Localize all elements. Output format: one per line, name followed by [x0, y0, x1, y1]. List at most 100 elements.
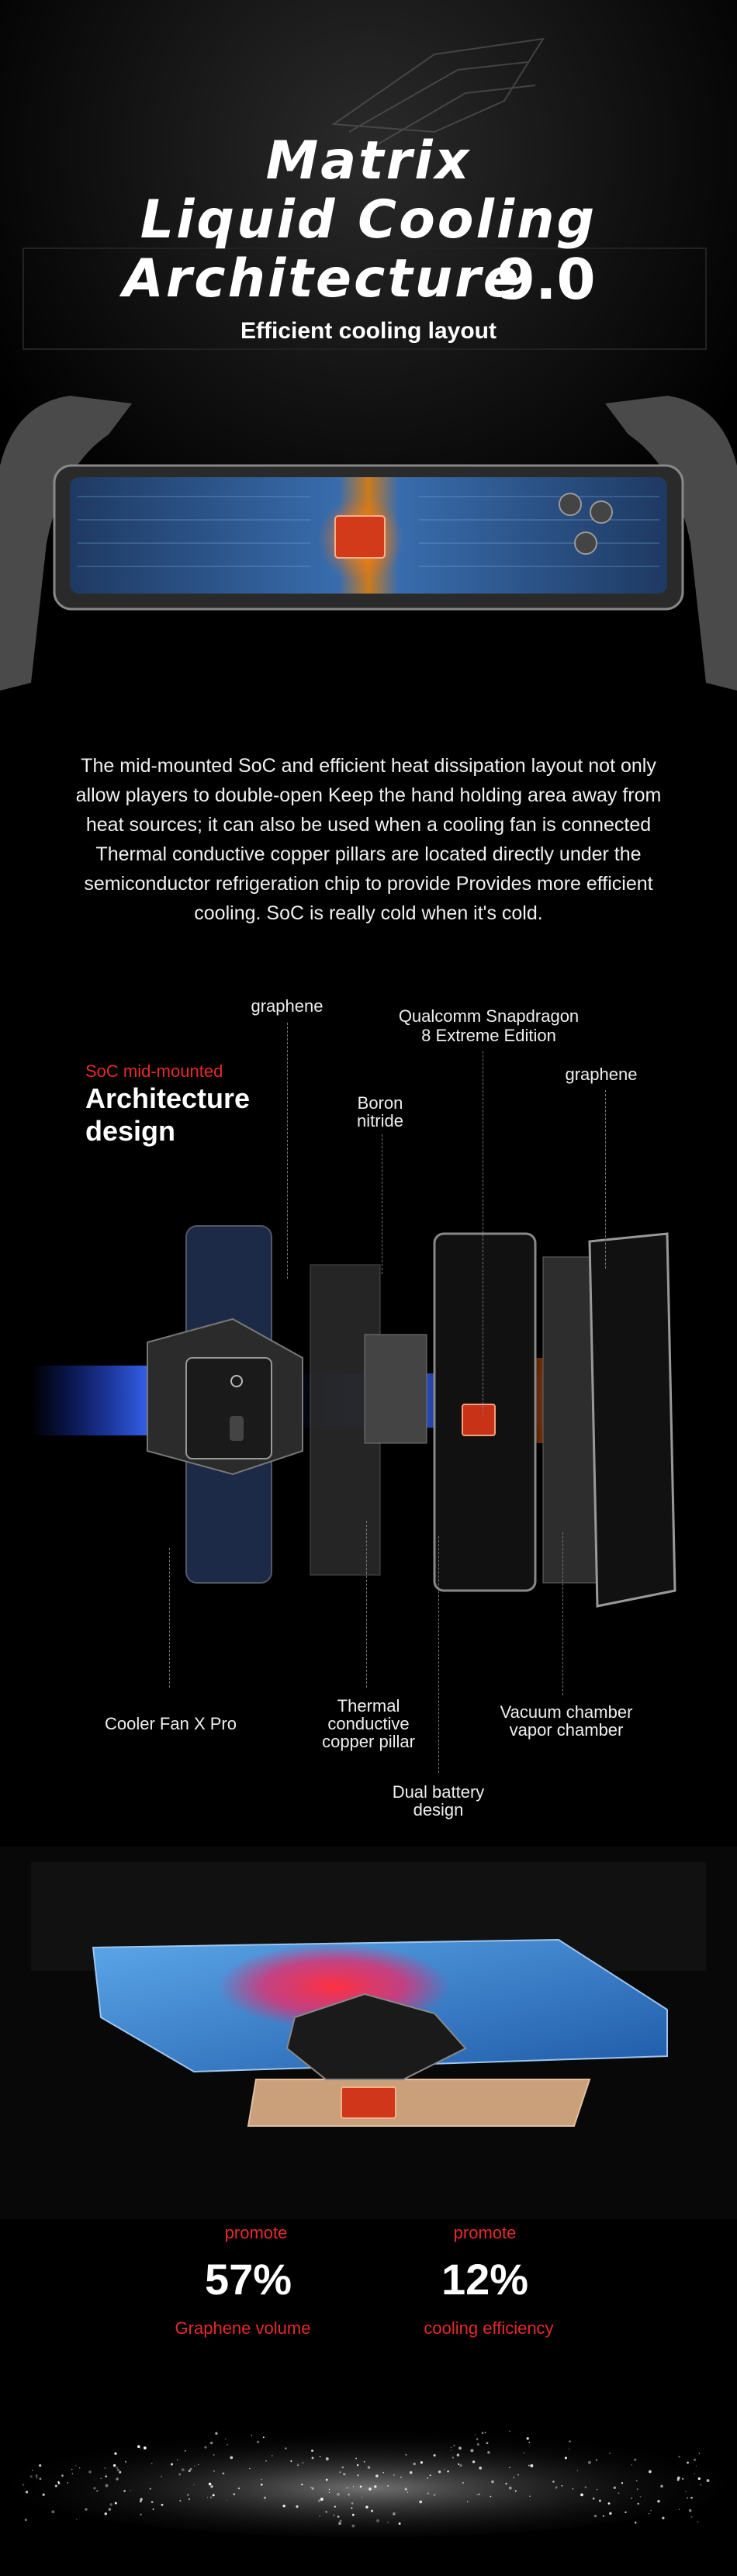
sparkle-dot — [355, 2457, 357, 2460]
hero-title-line-2: Liquid Cooling — [140, 189, 597, 251]
hero-title-line-3: Architecture — [123, 248, 521, 310]
sparkle-dot — [555, 2486, 558, 2489]
sparkle-dot — [222, 2472, 225, 2475]
sparkle-dot — [339, 2519, 342, 2522]
stat-2-desc: cooling efficiency — [424, 2318, 554, 2338]
sparkle-dot — [618, 2492, 620, 2495]
sparkle-dot — [39, 2477, 42, 2481]
sparkle-dot — [593, 2514, 597, 2518]
sparkle-dot — [407, 2491, 408, 2493]
sparkle-dot — [161, 2475, 163, 2477]
hero-title-line-1: Matrix — [265, 130, 472, 192]
sparkle-dot — [125, 2460, 127, 2463]
sparkle-dot — [637, 2502, 639, 2505]
sparkle-dot — [662, 2516, 665, 2519]
sparkle-dot — [609, 2512, 612, 2515]
phone-graphic — [53, 464, 684, 611]
sparkle-dot — [678, 2456, 680, 2458]
sparkle-dot — [209, 2496, 213, 2498]
sparkle-dot — [371, 2509, 373, 2512]
sparkle-dot — [367, 2466, 371, 2469]
sparkle-dot — [130, 2490, 132, 2491]
snapdragon-chip-graphic — [462, 1404, 496, 1436]
sparkle-dot — [149, 2488, 151, 2490]
sparkle-dot — [114, 2502, 117, 2505]
sparkle-dot — [193, 2484, 195, 2486]
sparkle-dot — [265, 2460, 267, 2462]
sparkle-dot — [635, 2522, 637, 2524]
sparkle-dot — [351, 2502, 354, 2505]
sparkle-dot — [509, 2467, 510, 2469]
sparkle-dot — [237, 2487, 240, 2490]
sparkle-dot — [284, 2447, 287, 2450]
architecture-tag: SoC mid-mounted — [85, 1061, 223, 1081]
sparkle-dot — [458, 2446, 462, 2450]
sparkle-dot — [595, 2459, 597, 2461]
sparkle-dot — [341, 2466, 344, 2469]
sparkle-dot — [569, 2440, 571, 2443]
description-paragraph: The mid-mounted SoC and efficient heat d… — [75, 755, 662, 924]
sparkle-dot — [109, 2503, 112, 2506]
sparkle-dot — [22, 2484, 25, 2486]
sparkle-dot — [636, 2488, 638, 2491]
stat-2-tag: promote — [453, 2223, 517, 2242]
sparkle-dot — [564, 2457, 567, 2460]
sparkle-dot — [625, 2511, 627, 2514]
sparkle-dot — [631, 2464, 632, 2466]
label-graphene-left: graphene — [251, 996, 324, 1016]
sparkle-dot — [351, 2524, 355, 2528]
sparkle-dot — [508, 2486, 512, 2490]
sparkle-dot — [459, 2463, 462, 2467]
sparkle-dot — [178, 2473, 182, 2476]
sparkle-dot — [657, 2499, 660, 2503]
sparkle-dot — [526, 2437, 529, 2440]
sparkle-dot — [263, 2496, 267, 2499]
architecture-title: Architecture design — [85, 1082, 250, 1148]
sparkle-dot — [660, 2484, 663, 2488]
sparkle-dot — [429, 2474, 431, 2477]
sparkle-dot — [325, 2457, 329, 2460]
sparkle-dot — [271, 2454, 273, 2457]
label-battery-1: Dual battery — [392, 1782, 485, 1802]
sparkle-dot — [179, 2499, 182, 2502]
label-thermal-2: conductive — [327, 1714, 410, 1733]
sparkle-dot — [67, 2481, 68, 2484]
sparkle-dot — [123, 2490, 126, 2492]
sparkle-dot — [151, 2463, 153, 2464]
sparkle-dot — [530, 2463, 534, 2467]
copper-pillar-layer — [364, 1334, 427, 1444]
sparkle-dot — [151, 2501, 154, 2504]
sparkle-dot — [486, 2442, 489, 2445]
sparkle-dot — [325, 2511, 327, 2513]
sparkle-dot — [71, 2468, 73, 2470]
sparkle-dot — [393, 2474, 395, 2476]
sparkle-dot — [357, 2474, 359, 2477]
sparkle-dot — [490, 2495, 492, 2498]
stat-1-value: 57% — [204, 2255, 292, 2304]
sparkle-dot — [213, 2470, 215, 2472]
cooler-fan-graphic — [147, 1317, 303, 1476]
copper-plate-graphic — [247, 2079, 591, 2127]
right-hand-graphic — [605, 396, 737, 691]
sparkle-dot — [333, 2514, 335, 2516]
exploded-view-graphic — [31, 1225, 676, 1608]
sparkle-dot — [61, 2474, 64, 2477]
sparkle-dot — [188, 2469, 191, 2473]
sparkle-dot — [476, 2443, 479, 2446]
sparkle-dot — [635, 2480, 638, 2482]
sparkle-dot — [161, 2503, 164, 2506]
sparkle-dot — [462, 2482, 464, 2484]
sparkle-dot — [602, 2515, 605, 2517]
screen-graphic — [588, 1232, 676, 1608]
sparkle-dot — [311, 2487, 314, 2490]
label-snapdragon-2: 8 Extreme Edition — [421, 1026, 556, 1045]
sparkle-dot — [337, 2515, 340, 2518]
sparkle-dot — [491, 2480, 494, 2484]
label-cooler-fan: Cooler Fan X Pro — [105, 1714, 237, 1733]
sparkle-dot — [311, 2450, 313, 2452]
sparkle-dot — [320, 2498, 324, 2501]
sparkle-dot — [690, 2515, 693, 2518]
sparkle-dot — [375, 2474, 379, 2477]
cooling-plate-graphic — [0, 1847, 737, 2219]
sparkle-dot — [319, 2515, 321, 2517]
